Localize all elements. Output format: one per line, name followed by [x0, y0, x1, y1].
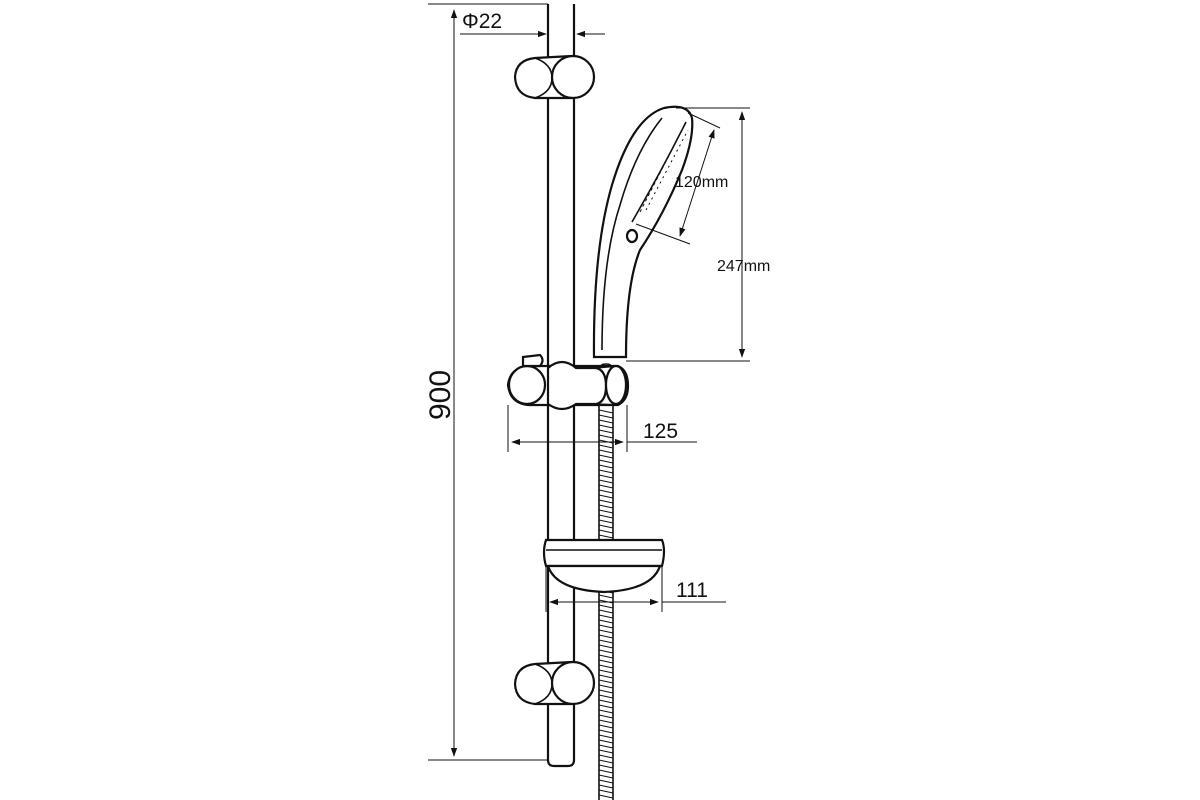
soap-dish-depth-dimension: 111: [545, 566, 726, 612]
holder-depth-dimension: 125: [507, 405, 697, 452]
top-wall-bracket: [513, 54, 596, 100]
total-height-dimension: 900: [424, 3, 548, 761]
rod-diameter-dimension: Φ22: [460, 10, 605, 38]
face-length-dimension: 120mm: [635, 112, 728, 245]
head-length-label: 247mm: [717, 258, 770, 275]
slide-rail: [546, 4, 576, 768]
head-length-dimension: 247mm: [626, 107, 770, 362]
soap-dish-depth-label: 111: [676, 579, 708, 602]
rod-diameter-label: Φ22: [462, 10, 502, 33]
sliding-holder: [506, 353, 630, 411]
soap-dish: [542, 538, 666, 594]
bottom-wall-bracket: [513, 660, 596, 706]
total-height-label: 900: [424, 370, 457, 420]
holder-depth-label: 125: [643, 420, 678, 443]
hand-shower: [592, 105, 694, 359]
face-length-label: 120mm: [675, 174, 728, 191]
